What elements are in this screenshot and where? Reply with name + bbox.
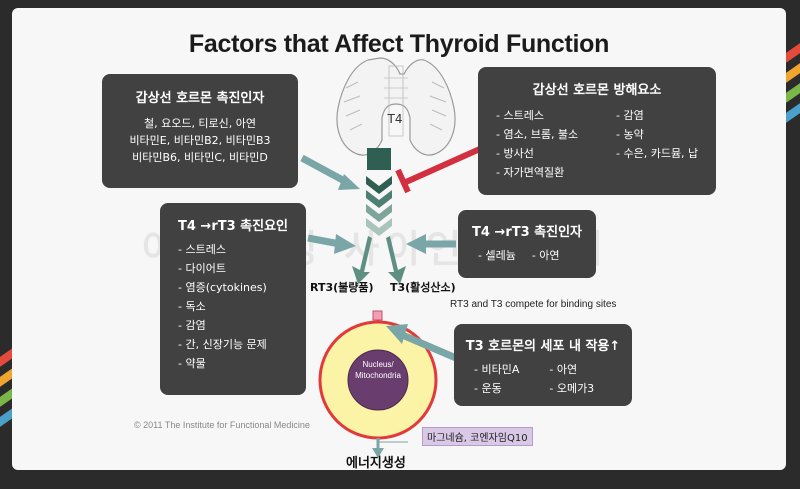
diagram-canvas: Factors that Affect Thyroid Function 아이 … xyxy=(12,8,786,470)
inhibitor-item: - 스트레스 xyxy=(496,109,544,122)
right-stripe-4 xyxy=(786,103,800,123)
t3-label: T3(활성산소) xyxy=(390,281,456,294)
thyroid-promoters-box: 갑상선 호르몬 촉진인자 철, 요오드, 티로신, 아연 비타민E, 비타민B2… xyxy=(102,74,298,188)
rt3-promoter-item: - 셀레늄 xyxy=(478,249,516,262)
thyroid-promoters-line: 비타민B6, 비타민C, 비타민D xyxy=(132,151,268,164)
nucleus-label: Nucleus/ Mitochondria xyxy=(355,360,401,380)
copyright-text: © 2011 The Institute for Functional Medi… xyxy=(134,420,310,430)
rt3-promoter-item: - 아연 xyxy=(531,249,560,262)
inhibitor-item: - 농약 xyxy=(616,128,644,141)
cell-action-item: - 아연 xyxy=(549,363,578,376)
thyroid-promoters-line: 비타민E, 비타민B2, 비타민B3 xyxy=(129,134,271,147)
inhibitor-item: - 자가면역질환 xyxy=(496,166,565,179)
rt3-factor-item: - 간, 신장기능 문제 xyxy=(178,338,267,351)
compete-note: RT3 and T3 compete for binding sites xyxy=(450,299,617,310)
thyroid-inhibitors-box: 갑상선 호르몬 방해요소 - 스트레스 - 염소, 브롬, 불소 - 방사선 -… xyxy=(478,67,716,195)
thyroid-label: T4 xyxy=(387,112,403,126)
inhibitor-item: - 수은, 카드뮴, 납 xyxy=(616,147,699,160)
t4-flow-chevrons xyxy=(352,148,406,284)
right-stripe-2 xyxy=(786,63,800,83)
rt3-factors-arrow xyxy=(307,234,356,254)
cofactor-label: 마그네슘, 코엔자임Q10 xyxy=(422,427,533,446)
rt3-promoters-arrow xyxy=(406,234,456,254)
cell-action-heading: T3 호르몬의 세포 내 작용↑ xyxy=(465,339,621,354)
rt3-factor-item: - 약물 xyxy=(178,357,206,370)
rt3-factor-item: - 염증(cytokines) xyxy=(178,281,267,294)
cell-illustration xyxy=(318,320,438,440)
right-stripe-1 xyxy=(786,43,800,63)
cell-action-item: - 비타민A xyxy=(474,363,520,376)
thyroid-inhibitors-heading: 갑상선 호르몬 방해요소 xyxy=(532,83,662,98)
binding-receptor xyxy=(372,310,383,321)
cell-action-item: - 오메가3 xyxy=(549,382,595,395)
inhibitor-line xyxy=(395,145,484,194)
inhibitor-item: - 염소, 브롬, 불소 xyxy=(496,128,579,141)
rt3-factor-item: - 스트레스 xyxy=(178,243,226,256)
thyroid-gland-illustration xyxy=(336,57,456,156)
thyroid-promoters-line: 철, 요오드, 티로신, 아연 xyxy=(143,117,257,130)
rt3-factor-item: - 다이어트 xyxy=(178,262,226,275)
energy-label: 에너지생성 xyxy=(346,456,406,470)
cell-action-box: T3 호르몬의 세포 내 작용↑ - 비타민A - 운동 - 아연 - 오메가3 xyxy=(454,324,632,406)
rt3-factors-box: T4 →rT3 촉진요인 - 스트레스 - 다이어트 - 염증(cytokine… xyxy=(160,203,306,395)
thyroid-promoters-heading: 갑상선 호르몬 촉진인자 xyxy=(135,91,265,106)
inhibitor-item: - 방사선 xyxy=(496,147,534,160)
diagram-title: Factors that Affect Thyroid Function xyxy=(188,30,610,58)
rt3-factor-item: - 독소 xyxy=(178,300,206,313)
energy-arrow xyxy=(372,438,408,458)
cell-action-item: - 운동 xyxy=(474,382,502,395)
rt3-label: RT3(불량품) xyxy=(310,281,374,294)
promoter-arrow xyxy=(300,154,360,190)
rt3-factors-heading: T4 →rT3 촉진요인 xyxy=(177,219,289,234)
diagram-graphics: T4 xyxy=(300,57,484,458)
right-stripe-3 xyxy=(786,83,800,103)
cell-action-arrow xyxy=(386,324,458,362)
rt3-factor-item: - 감염 xyxy=(178,319,206,332)
rt3-promoters-heading: T4 →rT3 촉진인자 xyxy=(471,225,583,240)
rt3-promoters-box: T4 →rT3 촉진인자 - 셀레늄 - 아연 xyxy=(458,210,596,278)
inhibitor-item: - 감염 xyxy=(616,109,644,122)
